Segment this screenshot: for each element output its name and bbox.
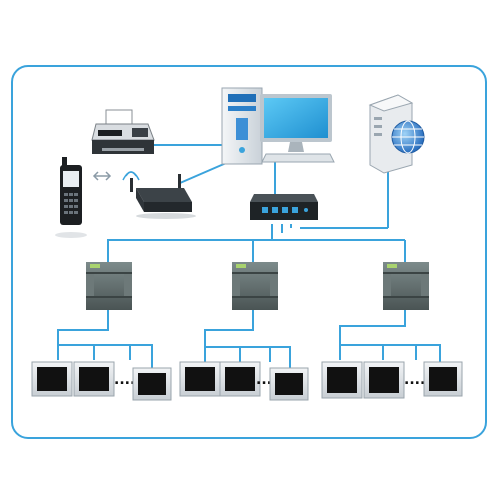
operator-panel-icon [73, 361, 115, 397]
desktop-computer-icon [221, 87, 335, 165]
link-plc2-panel-chain-2 [239, 346, 271, 362]
network-switch-icon [250, 194, 318, 220]
operator-panel-icon [179, 361, 221, 397]
mobile-phone-icon [55, 157, 87, 238]
link-switch-bus [107, 224, 273, 262]
bidirectional-arrow-icon [92, 171, 112, 181]
plc-controller-icon [86, 262, 132, 310]
link-plc2-panel-chain-3 [270, 346, 291, 370]
link-plc1-panel-chain-2 [93, 344, 131, 360]
operator-panel-group-3: ..... [321, 361, 463, 399]
plc-controller-icon [232, 262, 278, 310]
operator-panel-group-2: ..... [179, 361, 309, 401]
operator-panel-icon [321, 361, 363, 399]
operator-panel-group-1: ..... [31, 361, 172, 401]
operator-panel-icon [219, 361, 261, 397]
link-plc1-panel-chain-3 [130, 344, 153, 370]
web-server-icon [368, 94, 425, 174]
operator-panel-icon [423, 361, 463, 397]
connection-lines [57, 144, 441, 370]
wireless-router-icon [122, 171, 196, 219]
operator-panel-icon [132, 367, 172, 401]
link-plc3-panel-chain-3 [416, 344, 441, 365]
link-plc3-panels [339, 308, 406, 360]
operator-panel-icon [269, 367, 309, 401]
plc-controller-icon [383, 262, 429, 310]
link-plc3-panel-chain-2 [382, 344, 417, 360]
operator-panel-icon [31, 361, 73, 397]
operator-panel-icon [363, 361, 405, 399]
printer-icon [91, 109, 155, 154]
